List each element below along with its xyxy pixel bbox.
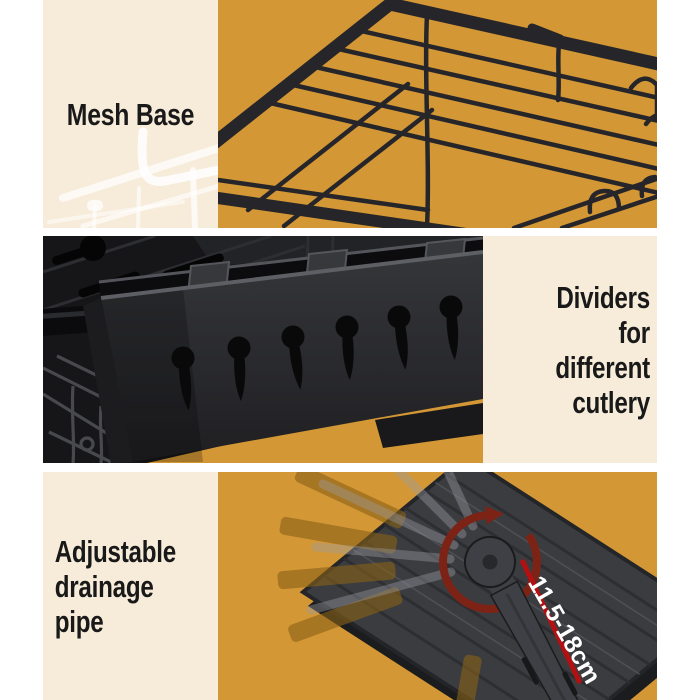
dividers-label-line1: Dividers for <box>556 279 650 350</box>
ghost-wires <box>47 127 218 228</box>
photo-background <box>218 0 657 228</box>
rotation-arrow-icon <box>439 506 542 613</box>
mesh-base-label-panel: Mesh Base <box>43 0 218 228</box>
measurement-line <box>519 558 583 685</box>
dividers-label-line3: cutlery <box>572 384 650 420</box>
drainage-label-line1: Adjustable <box>54 533 176 569</box>
mesh-base-label-text: Mesh Base <box>66 96 195 132</box>
dividers-label-panel: Dividers for different cutlery <box>483 236 657 463</box>
mesh-base-label: Mesh Base <box>61 97 201 132</box>
cutlery-holder <box>83 236 483 463</box>
feature-section-drainage: Adjustable drainage pipe <box>43 472 657 700</box>
dividers-label-line2: different <box>555 349 650 385</box>
drainage-tray-photo: 11.5-18cm <box>218 472 657 700</box>
cutlery-holder-photo <box>43 236 483 463</box>
feature-section-dividers: Dividers for different cutlery <box>43 236 657 463</box>
wire-rack <box>218 0 657 228</box>
spoon-cutouts <box>171 295 463 411</box>
dividers-label: Dividers for different cutlery <box>521 280 657 420</box>
ghost-pipes <box>277 472 482 700</box>
ghost-rack-overlay <box>47 127 218 228</box>
feature-section-mesh-base: Mesh Base <box>43 0 657 228</box>
drainage-label-line3: pipe <box>54 603 104 639</box>
mesh-rack-photo <box>218 0 657 228</box>
drainage-pipe <box>464 536 591 700</box>
drainage-label-line2: drainage <box>54 568 154 604</box>
drainage-label: Adjustable drainage pipe <box>43 534 180 639</box>
drainage-label-panel: Adjustable drainage pipe <box>43 472 218 700</box>
